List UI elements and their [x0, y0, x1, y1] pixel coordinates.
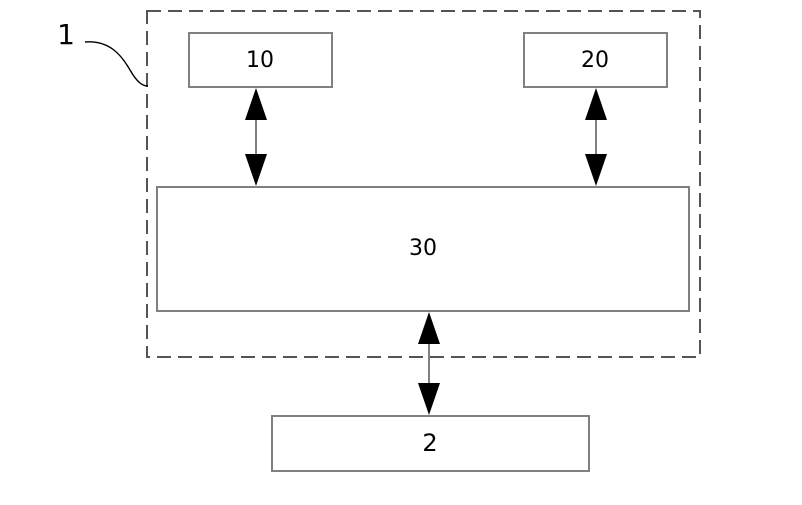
- block-20-rect[interactable]: [523, 32, 668, 88]
- reference-numeral-1: 1: [57, 18, 75, 51]
- block-2-label: 2: [422, 429, 437, 457]
- arrowhead-up-icon: [245, 88, 267, 120]
- block-30-label: 30: [409, 236, 437, 261]
- arrowhead-down-icon: [585, 154, 607, 186]
- block-10-label: 10: [246, 48, 274, 73]
- connector-30-2: [418, 312, 440, 415]
- block-20-label: 20: [581, 48, 609, 73]
- block-2-rect[interactable]: [271, 415, 590, 472]
- connector-20-30: [585, 88, 607, 186]
- block-group-30[interactable]: 30: [156, 186, 690, 312]
- block-10-rect[interactable]: [188, 32, 333, 88]
- system-boundary-1: [146, 10, 701, 358]
- block-group-20[interactable]: 20: [523, 32, 668, 88]
- block-group-10[interactable]: 10: [188, 32, 333, 88]
- connector-10-30: [245, 88, 267, 186]
- block-30-rect[interactable]: [156, 186, 690, 312]
- leader-line-to-boundary: [84, 41, 149, 87]
- arrowhead-up-icon: [418, 312, 440, 344]
- block-group-2[interactable]: 2: [271, 415, 590, 472]
- arrowhead-down-icon: [418, 383, 440, 415]
- arrowhead-down-icon: [245, 154, 267, 186]
- arrowhead-up-icon: [585, 88, 607, 120]
